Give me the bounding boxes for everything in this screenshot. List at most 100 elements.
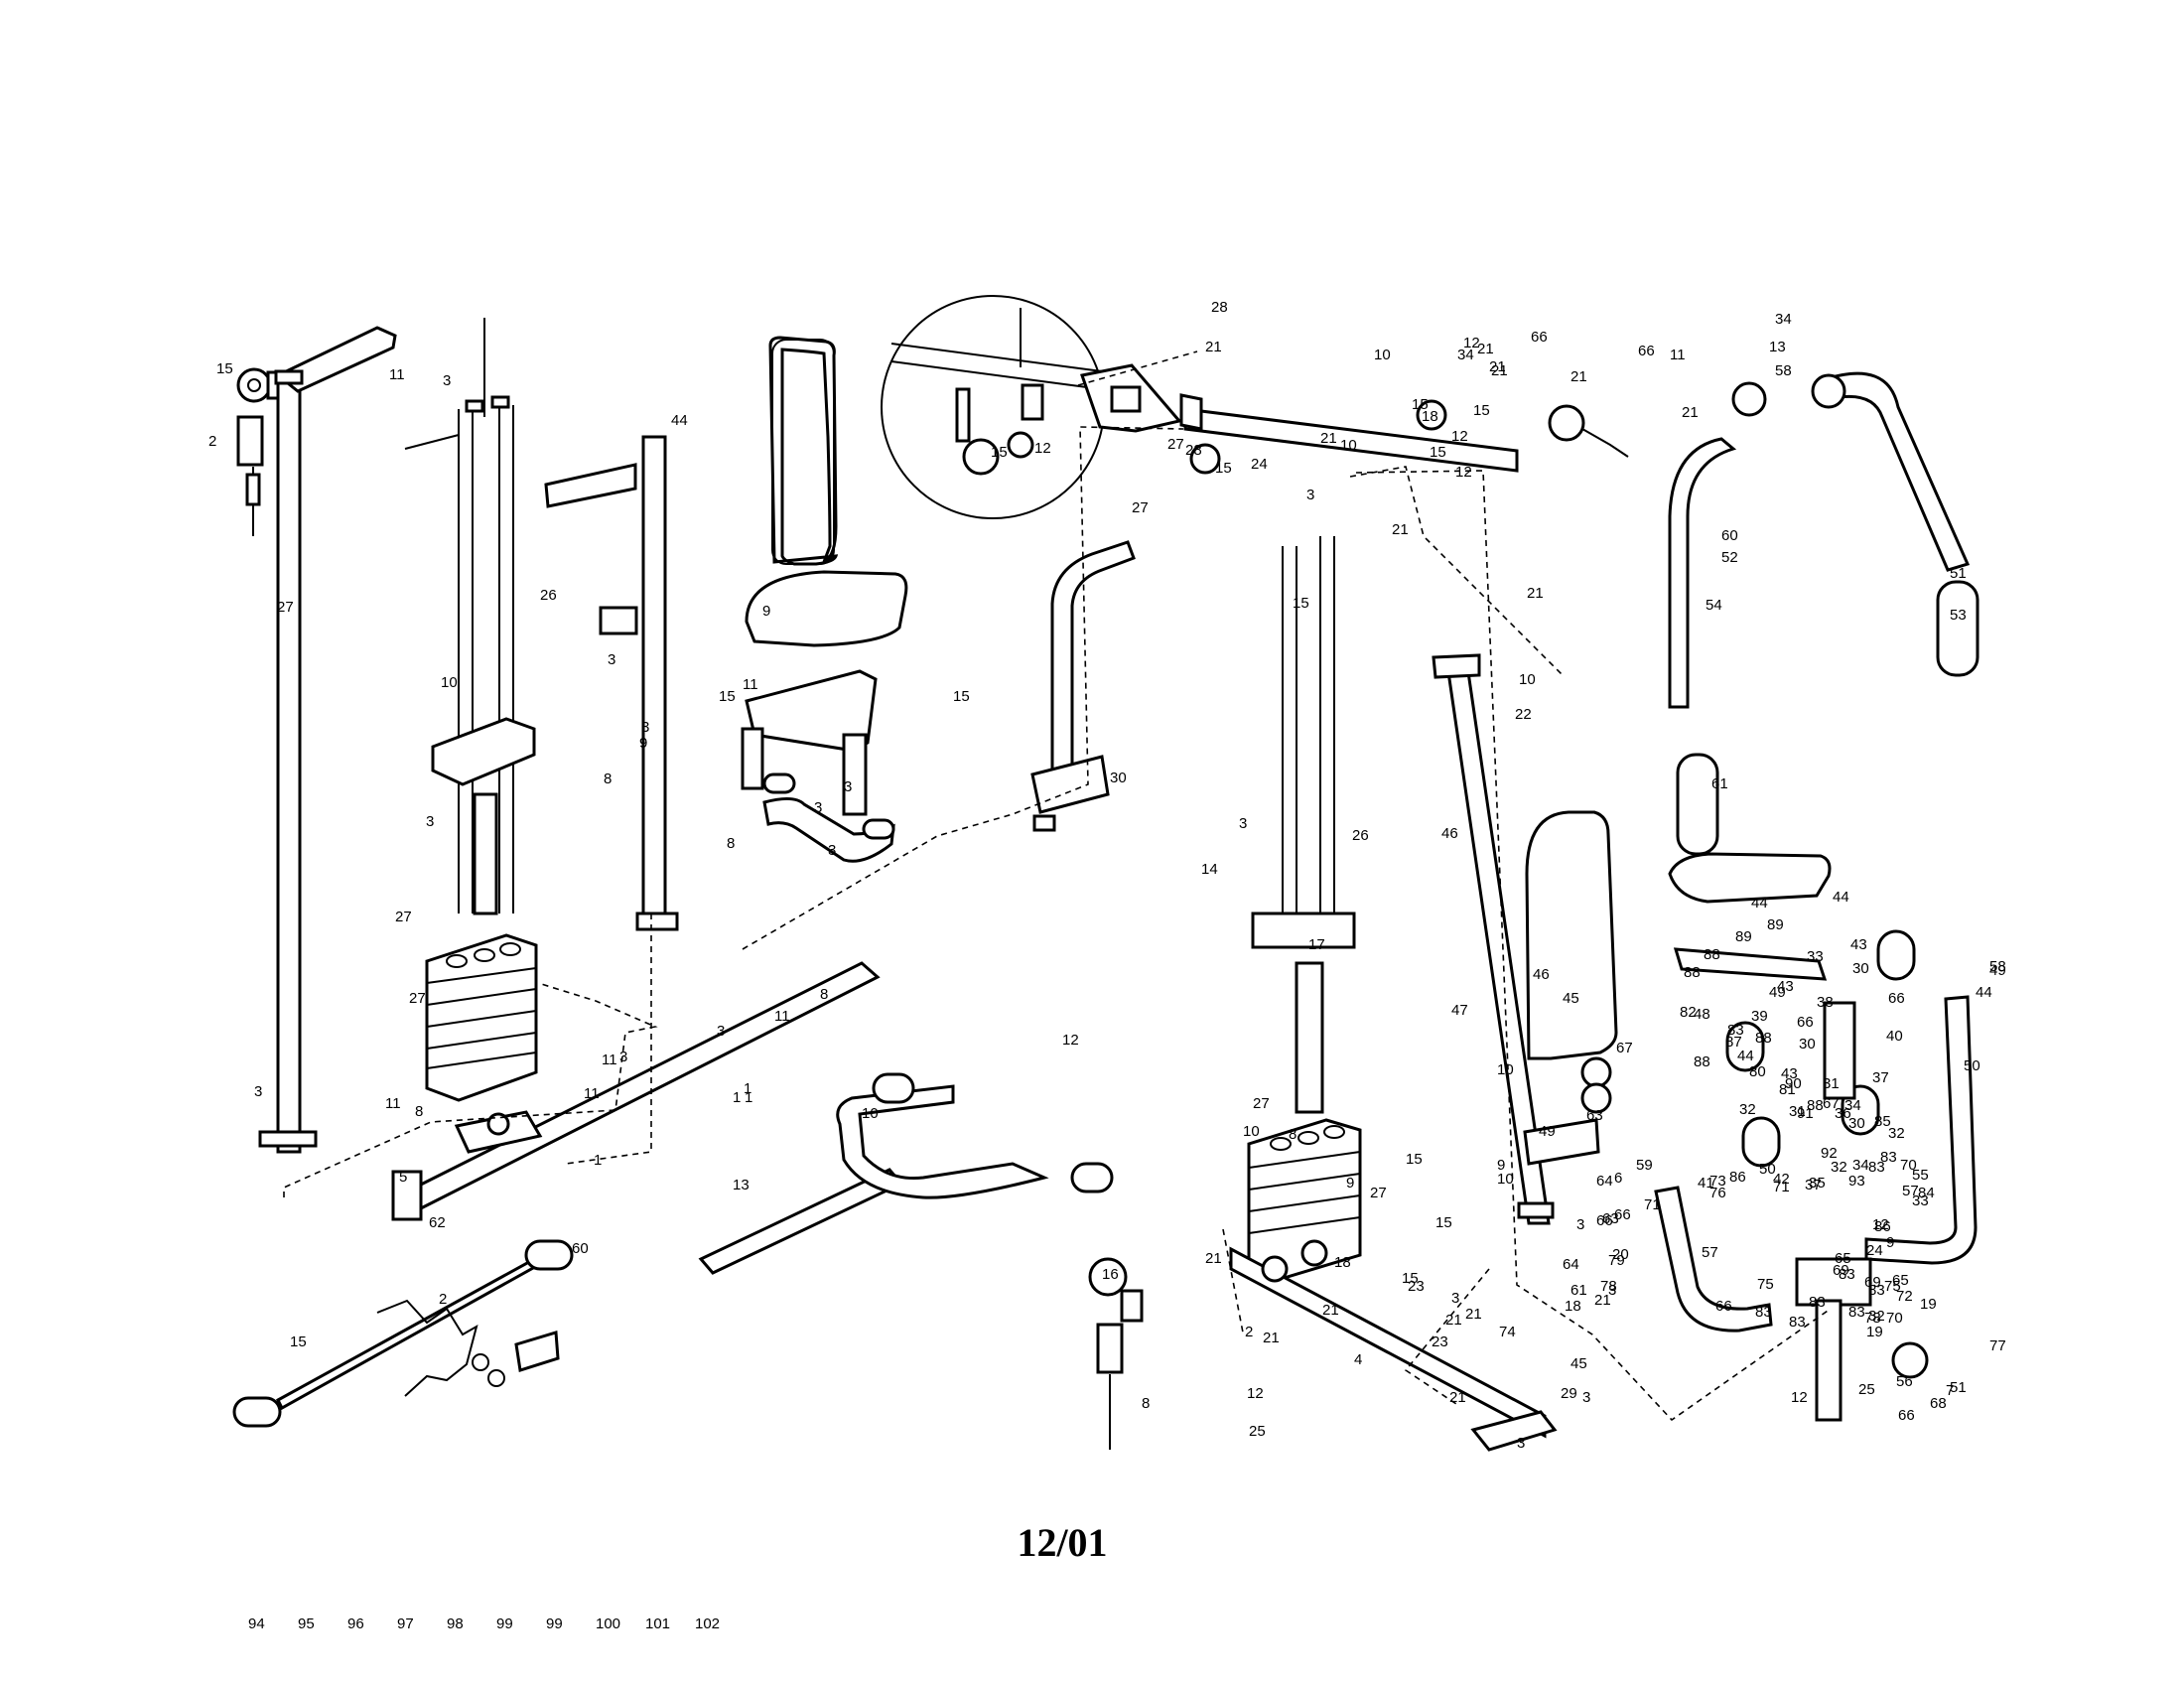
part-callout-1: 1 xyxy=(594,1152,602,1169)
part-callout-64: 64 xyxy=(1563,1256,1579,1273)
part-callout-44: 44 xyxy=(1833,889,1849,906)
part-callout-89: 89 xyxy=(1767,916,1784,933)
revision-date: 12/01 xyxy=(1017,1520,1108,1565)
part-callout-28: 28 xyxy=(1211,299,1228,316)
part-callout-66: 66 xyxy=(1797,1014,1814,1031)
part-callout-2: 2 xyxy=(1245,1324,1253,1340)
part-callout-6: 6 xyxy=(1614,1170,1622,1187)
part-callout-66: 66 xyxy=(1638,343,1655,359)
part-callout-100: 100 xyxy=(596,1615,620,1632)
part-callout-74: 74 xyxy=(1499,1324,1516,1340)
part-callout-83: 83 xyxy=(1809,1294,1826,1311)
part-callout-21: 21 xyxy=(1205,1250,1222,1267)
right-center-upright xyxy=(1251,536,1356,1114)
part-callout-11: 11 xyxy=(385,1095,401,1112)
part-callout-10: 10 xyxy=(441,674,458,691)
part-callout-11: 11 xyxy=(389,366,405,383)
part-callout-3: 3 xyxy=(426,813,434,830)
part-callout-3: 3 xyxy=(814,799,822,816)
part-callout-21: 21 xyxy=(1682,404,1699,421)
part-callout-27: 27 xyxy=(409,990,426,1007)
part-callout-30: 30 xyxy=(1799,1036,1816,1052)
part-callout-75: 75 xyxy=(1884,1278,1901,1295)
part-callout-38: 38 xyxy=(1817,994,1834,1011)
part-callout-55: 55 xyxy=(1912,1167,1929,1184)
part-callout-14: 14 xyxy=(1201,861,1218,878)
part-callout-37: 37 xyxy=(1872,1069,1889,1086)
part-callout-94: 94 xyxy=(248,1615,265,1632)
part-callout-15: 15 xyxy=(719,688,736,705)
center-left-upright xyxy=(544,435,679,931)
pulley-detail-inset xyxy=(881,295,1105,519)
part-callout-3: 3 xyxy=(1582,1389,1590,1406)
lat-bar-and-accessories xyxy=(232,1239,574,1428)
part-callout-34: 34 xyxy=(1775,311,1792,328)
part-callout-66: 66 xyxy=(1898,1407,1915,1424)
part-callout-67: 67 xyxy=(1823,1095,1840,1112)
part-callout-24: 24 xyxy=(1251,456,1268,473)
part-callout-3: 3 xyxy=(717,1023,725,1040)
part-callout-101: 101 xyxy=(645,1615,670,1632)
part-callout-34: 34 xyxy=(1852,1157,1869,1174)
part-callout-35: 35 xyxy=(1809,1175,1826,1192)
part-callout-78: 78 xyxy=(1600,1278,1617,1295)
part-callout-1: 1 xyxy=(733,1089,741,1106)
part-callout-102: 102 xyxy=(695,1615,720,1632)
part-callout-15: 15 xyxy=(1473,402,1490,419)
part-callout-23: 23 xyxy=(1432,1333,1448,1350)
part-callout-27: 27 xyxy=(277,599,294,616)
part-callout-83: 83 xyxy=(1789,1314,1806,1331)
part-callout-28: 28 xyxy=(1185,442,1202,459)
main-lower-beam xyxy=(391,961,881,1221)
part-callout-10: 10 xyxy=(1497,1171,1514,1188)
part-callout-15: 15 xyxy=(1435,1214,1452,1231)
part-callout-3: 3 xyxy=(641,719,649,736)
part-callout-15: 15 xyxy=(1293,595,1309,612)
part-callout-21: 21 xyxy=(1205,339,1222,355)
part-callout-64: 64 xyxy=(1596,1173,1613,1190)
part-callout-15: 15 xyxy=(290,1333,307,1350)
part-callout-82: 82 xyxy=(1680,1004,1697,1021)
part-callout-21: 21 xyxy=(1320,430,1337,447)
part-callout-88: 88 xyxy=(1684,964,1701,981)
back-support-assembly xyxy=(1432,653,1618,1225)
part-callout-37: 37 xyxy=(1805,1177,1822,1193)
part-callout-27: 27 xyxy=(1167,436,1184,453)
part-callout-68: 68 xyxy=(1930,1395,1947,1412)
rear-upper-uprights xyxy=(1668,371,1979,856)
part-callout-21: 21 xyxy=(1263,1330,1280,1346)
part-callout-12: 12 xyxy=(1463,335,1480,351)
part-callout-24: 24 xyxy=(1866,1242,1883,1259)
part-callout-26: 26 xyxy=(1352,827,1369,844)
part-callout-9: 9 xyxy=(1346,1175,1354,1192)
part-callout-47: 47 xyxy=(1451,1002,1468,1019)
part-callout-21: 21 xyxy=(1527,585,1544,602)
part-callout-3: 3 xyxy=(1239,815,1247,832)
part-callout-3: 3 xyxy=(828,842,836,859)
part-callout-60: 60 xyxy=(572,1240,589,1257)
part-callout-4: 4 xyxy=(1354,1351,1362,1368)
part-callout-49: 49 xyxy=(1769,984,1786,1001)
part-callout-21: 21 xyxy=(1445,1312,1462,1329)
part-callout-76: 76 xyxy=(1709,1185,1726,1201)
part-callout-25: 25 xyxy=(1858,1381,1875,1398)
part-callout-9: 9 xyxy=(762,603,770,620)
part-callout-22: 22 xyxy=(1515,706,1532,723)
part-callout-8: 8 xyxy=(415,1103,423,1120)
part-callout-33: 33 xyxy=(1912,1193,1929,1209)
part-callout-3: 3 xyxy=(619,1049,627,1065)
part-callout-12: 12 xyxy=(1451,428,1468,445)
part-callout-2: 2 xyxy=(439,1291,447,1308)
part-callout-18: 18 xyxy=(1565,1298,1581,1315)
part-callout-21: 21 xyxy=(1477,341,1494,357)
part-callout-9: 9 xyxy=(1886,1234,1894,1251)
part-callout-66: 66 xyxy=(1531,329,1548,346)
part-callout-33: 33 xyxy=(1807,948,1824,965)
part-callout-93: 93 xyxy=(1848,1173,1865,1190)
part-callout-15: 15 xyxy=(1402,1270,1419,1287)
part-callout-11: 11 xyxy=(602,1052,617,1068)
part-callout-65: 65 xyxy=(1835,1250,1851,1267)
left-weight-stack xyxy=(425,933,538,1102)
part-callout-49: 49 xyxy=(1539,1123,1556,1140)
